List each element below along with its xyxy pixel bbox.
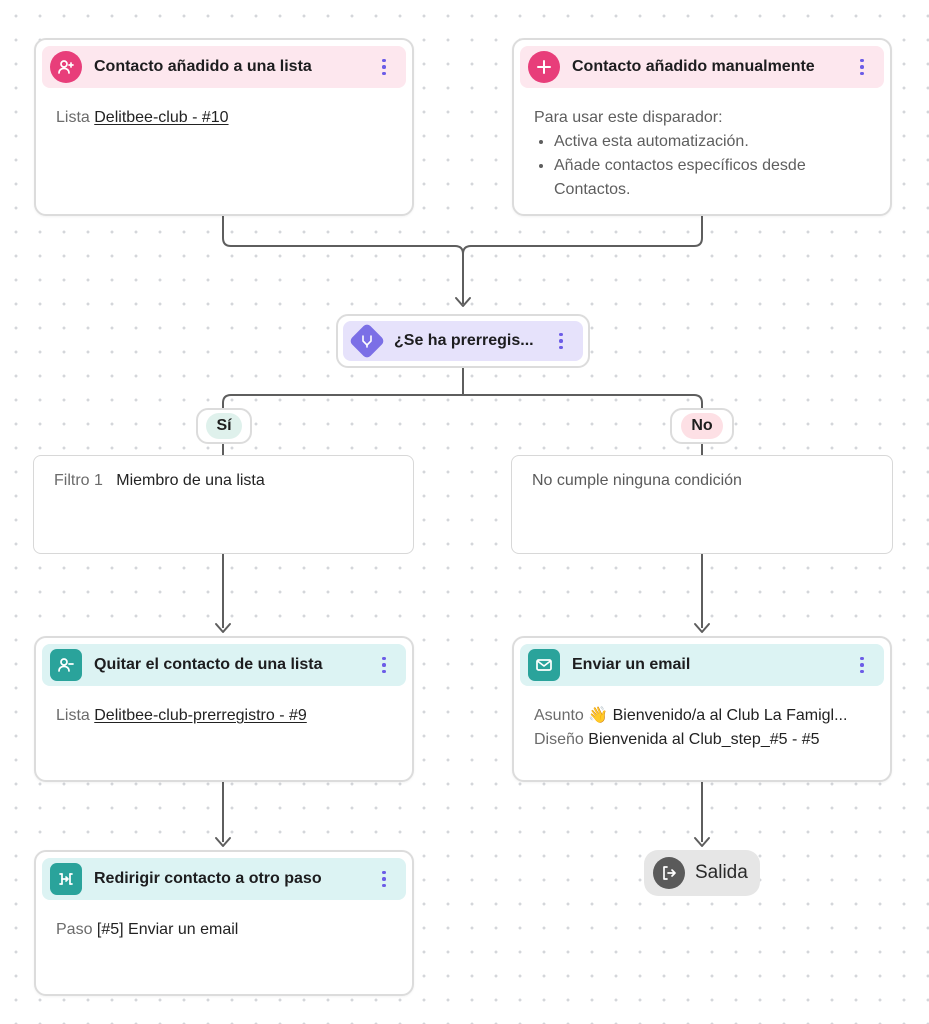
manual-instruction-item: Activa esta automatización. [554,130,876,154]
action-card-redirect[interactable]: Redirigir contacto a otro paso Paso [#5]… [34,850,414,996]
trigger-card-list[interactable]: Contacto añadido a una lista Lista Delit… [34,38,414,216]
branch-no-text: No [681,413,723,439]
step-field-label: Paso [56,921,93,938]
list-link[interactable]: Delitbee-club - #10 [94,109,229,126]
action-card-remove-from-list[interactable]: Quitar el contacto de una lista Lista De… [34,636,414,782]
exit-icon [653,857,685,889]
manual-instructions-list: Activa esta automatización. Añade contac… [534,130,876,202]
more-options-icon[interactable] [374,53,394,81]
user-plus-icon [50,51,82,83]
action-card-remove-title: Quitar el contacto de una lista [94,656,323,673]
branch-yes-text: Sí [206,413,242,439]
more-options-icon[interactable] [852,651,872,679]
action-card-remove-header: Quitar el contacto de una lista [42,644,406,686]
more-options-icon[interactable] [374,651,394,679]
action-card-redirect-header: Redirigir contacto a otro paso [42,858,406,900]
filter-card-no[interactable]: No cumple ninguna condición [511,455,893,554]
condition-title: ¿Se ha prerregis... [394,332,534,349]
trigger-card-list-title: Contacto añadido a una lista [94,58,312,75]
redirect-icon [50,863,82,895]
action-card-redirect-body: Paso [#5] Enviar un email [56,918,398,942]
trigger-card-list-header: Contacto añadido a una lista [42,46,406,88]
filter-label: Filtro 1 [54,472,103,489]
step-field-value: [#5] Enviar un email [96,921,239,938]
trigger-card-manual[interactable]: Contacto añadido manualmente Para usar e… [512,38,892,216]
condition-node[interactable]: ¿Se ha prerregis... [336,314,590,368]
email-subject-label: Asunto [534,707,584,724]
branch-yes-label: Sí [196,408,252,444]
action-card-email-title: Enviar un email [572,656,691,673]
email-design-label: Diseño [534,731,584,748]
action-card-email-header: Enviar un email [520,644,884,686]
action-card-remove-body: Lista Delitbee-club-prerregistro - #9 [56,704,398,728]
user-minus-icon [50,649,82,681]
filter-card-no-text: No cumple ninguna condición [532,472,742,489]
mail-icon [528,649,560,681]
trigger-card-manual-body: Para usar este disparador: Activa esta a… [534,106,876,202]
list-field-label: Lista [56,707,90,724]
trigger-card-list-body: Lista Delitbee-club - #10 [56,106,398,130]
trigger-card-manual-title: Contacto añadido manualmente [572,58,815,75]
filter-card-yes-text: Filtro 1 Miembro de una lista [54,470,265,492]
email-design-row: Diseño Bienvenida al Club_step_#5 - #5 [534,728,876,752]
email-design-value: Bienvenida al Club_step_#5 - #5 [588,731,820,748]
more-options-icon[interactable] [852,53,872,81]
email-subject-value: 👋 Bienvenido/a al Club La Famigl... [588,707,848,724]
action-card-email-body: Asunto 👋 Bienvenido/a al Club La Famigl.… [534,704,876,752]
list-field-label: Lista [56,109,90,126]
condition-node-inner: ¿Se ha prerregis... [343,321,583,361]
exit-node[interactable]: Salida [644,850,760,896]
action-card-send-email[interactable]: Enviar un email Asunto 👋 Bienvenido/a al… [512,636,892,782]
branch-no-label: No [670,408,734,444]
filter-card-yes[interactable]: Filtro 1 Miembro de una lista [33,455,414,554]
more-options-icon[interactable] [374,865,394,893]
exit-label: Salida [695,862,748,883]
more-options-icon[interactable] [551,327,571,355]
manual-instructions-intro: Para usar este disparador: [534,109,723,126]
manual-instruction-item: Añade contactos específicos desde Contac… [554,154,876,202]
filter-value: Miembro de una lista [116,472,265,489]
email-subject-row: Asunto 👋 Bienvenido/a al Club La Famigl.… [534,704,876,728]
branch-icon [348,322,386,360]
trigger-card-manual-header: Contacto añadido manualmente [520,46,884,88]
action-card-redirect-title: Redirigir contacto a otro paso [94,870,322,887]
list-link[interactable]: Delitbee-club-prerregistro - #9 [94,707,307,724]
plus-icon [528,51,560,83]
